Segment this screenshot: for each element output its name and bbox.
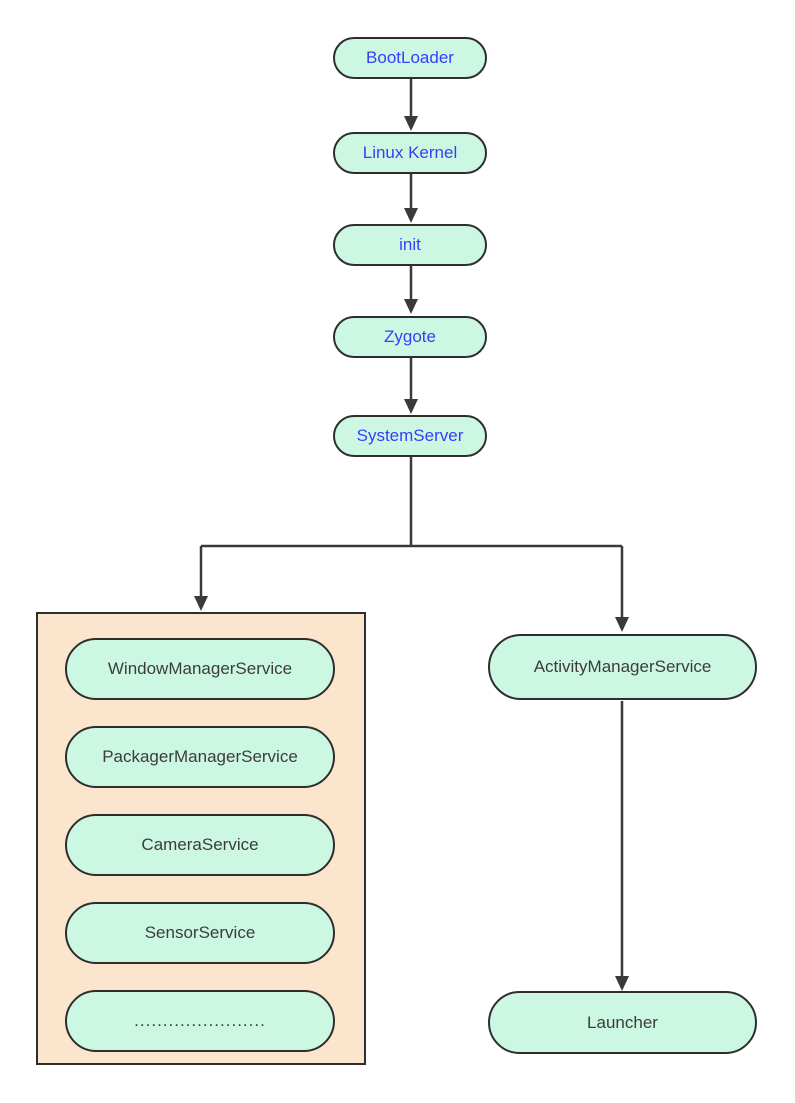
node-label: ActivityManagerService — [533, 657, 712, 676]
node-label: Linux Kernel — [362, 143, 458, 162]
node-label: ....................... — [134, 1011, 266, 1030]
node-init[interactable]: init — [333, 224, 487, 266]
arrowhead-activitymanagerservice — [615, 617, 629, 632]
arrowhead-zygote — [404, 299, 418, 314]
arrowhead-launcher — [615, 976, 629, 991]
node-launcher: Launcher — [488, 991, 757, 1054]
node-linux-kernel[interactable]: Linux Kernel — [333, 132, 487, 174]
arrowhead-systemserver — [404, 399, 418, 414]
node-label: init — [399, 235, 421, 254]
node-label: BootLoader — [366, 48, 454, 67]
branch-elbow-lines — [199, 457, 624, 618]
arrowhead-services-group — [194, 596, 208, 611]
node-label: SystemServer — [356, 426, 464, 445]
node-label: WindowManagerService — [107, 659, 293, 678]
node-bootloader[interactable]: BootLoader — [333, 37, 487, 79]
node-label: Zygote — [384, 327, 436, 346]
arrowhead-kernel — [404, 116, 418, 131]
node-windowmanagerservice: WindowManagerService — [65, 638, 335, 700]
node-zygote[interactable]: Zygote — [333, 316, 487, 358]
arrowhead-init — [404, 208, 418, 223]
node-sensorservice: SensorService — [65, 902, 335, 964]
node-label: PackagerManagerService — [102, 747, 298, 766]
node-activitymanagerservice: ActivityManagerService — [488, 634, 757, 700]
node-packagermanagerservice: PackagerManagerService — [65, 726, 335, 788]
node-label: Launcher — [587, 1012, 658, 1032]
node-systemserver[interactable]: SystemServer — [333, 415, 487, 457]
node-label: SensorService — [144, 923, 256, 942]
node-label: CameraService — [141, 835, 259, 854]
services-group-box: WindowManagerService PackagerManagerServ… — [36, 612, 366, 1065]
node-cameraservice: CameraService — [65, 814, 335, 876]
node-more-services: ....................... — [65, 990, 335, 1052]
